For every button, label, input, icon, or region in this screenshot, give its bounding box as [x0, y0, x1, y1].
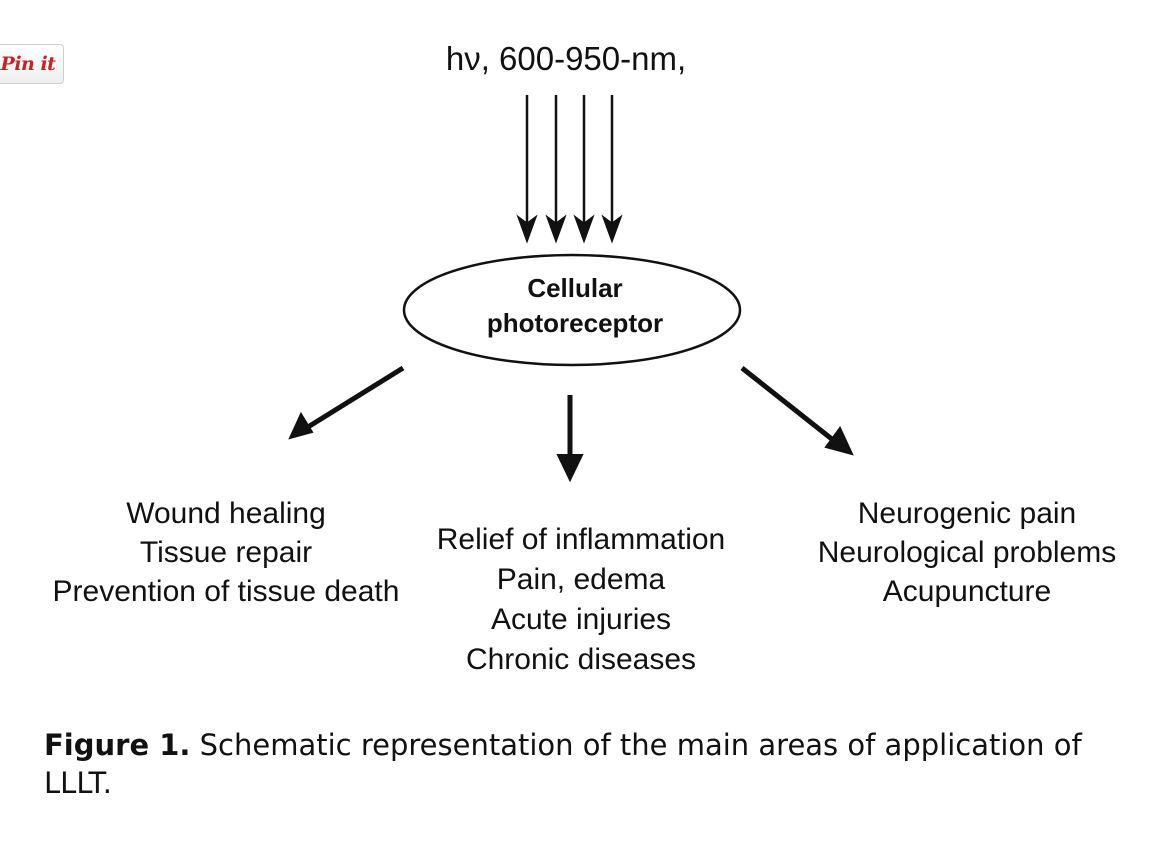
left-outcome-1: Wound healing	[126, 497, 326, 530]
right-outcome-3: Acupuncture	[883, 575, 1051, 608]
light-arrow-1-head	[516, 214, 538, 244]
photoreceptor-label-line2: photoreceptor	[487, 308, 663, 338]
light-arrows	[516, 95, 623, 244]
middle-outcome-1: Relief of inflammation	[437, 523, 725, 556]
light-arrow-2-head	[545, 214, 567, 244]
light-arrow-3-head	[573, 214, 595, 244]
outcome-arrows	[288, 365, 854, 483]
left-outcome-2: Tissue repair	[140, 536, 312, 569]
middle-outcome-3: Acute injuries	[491, 603, 671, 636]
arrow-to-left-outcomes-head	[288, 411, 314, 440]
pin-it-button[interactable]: Pin it	[0, 44, 64, 84]
left-outcomes: Wound healing Tissue repair Prevention o…	[53, 497, 400, 608]
middle-outcome-2: Pain, edema	[497, 563, 666, 596]
arrow-to-right-outcomes-head	[824, 426, 854, 456]
right-outcomes: Neurogenic pain Neurological problems Ac…	[818, 497, 1116, 608]
figure-caption: Figure 1. Schematic representation of th…	[44, 726, 1124, 802]
middle-outcomes: Relief of inflammation Pain, edema Acute…	[437, 523, 725, 676]
figure-caption-text: Schematic representation of the main are…	[44, 728, 1082, 800]
arrow-to-right-outcomes	[740, 366, 835, 442]
lllt-diagram: hν, 600-950-nm, Cellular photoreceptor W…	[53, 40, 1117, 676]
light-source-label: hν, 600-950-nm,	[446, 40, 686, 77]
light-arrow-4-head	[601, 214, 623, 244]
right-outcome-1: Neurogenic pain	[858, 497, 1076, 530]
figure-label: Figure 1.	[44, 728, 191, 762]
middle-outcome-4: Chronic diseases	[466, 643, 696, 676]
photoreceptor-label-line1: Cellular	[527, 273, 622, 303]
photoreceptor-ellipse	[402, 253, 742, 367]
right-outcome-2: Neurological problems	[818, 536, 1116, 569]
pin-it-label: Pin it	[0, 53, 56, 75]
arrow-to-middle-outcomes-head	[556, 454, 584, 483]
arrow-to-left-outcomes	[306, 365, 405, 430]
left-outcome-3: Prevention of tissue death	[53, 575, 400, 608]
